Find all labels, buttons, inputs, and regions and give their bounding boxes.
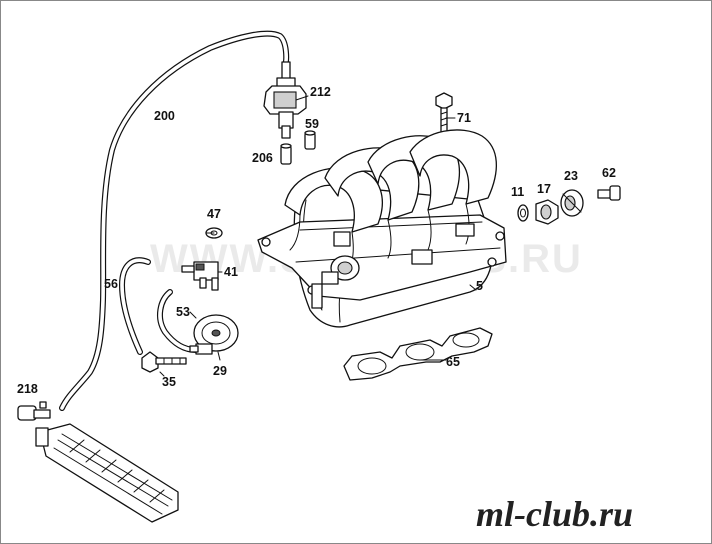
label-212: 212 (310, 85, 331, 99)
bolt-62 (597, 185, 621, 201)
gaskets-65 (343, 327, 493, 381)
vacuum-unit-29 (189, 314, 239, 355)
label-62: 62 (602, 166, 616, 180)
sleeve-59 (304, 130, 316, 150)
label-35: 35 (162, 375, 176, 389)
connector-218 (17, 401, 51, 421)
cap-23 (560, 189, 584, 217)
label-218: 218 (17, 382, 38, 396)
site-logo: ml-club.ru (476, 494, 633, 534)
label-47: 47 (207, 207, 221, 221)
label-65: 65 (446, 355, 460, 369)
label-59: 59 (305, 117, 319, 131)
air-intake-grille (35, 423, 179, 523)
screw-35 (141, 351, 187, 373)
label-5: 5 (476, 279, 483, 293)
intake-manifold-5 (257, 129, 507, 328)
seal-11 (517, 204, 529, 222)
sleeve-206 (280, 143, 292, 165)
label-41: 41 (224, 265, 238, 279)
fitting-17 (535, 199, 559, 225)
label-56: 56 (104, 277, 118, 291)
label-206: 206 (252, 151, 273, 165)
label-29: 29 (213, 364, 227, 378)
solenoid-valve-41 (181, 261, 219, 291)
bolt-71 (435, 92, 453, 135)
label-11: 11 (511, 185, 524, 199)
vacuum-hose-200 (59, 30, 290, 411)
label-23: 23 (564, 169, 578, 183)
label-200: 200 (154, 109, 175, 123)
leader-lines (159, 95, 477, 377)
label-53: 53 (176, 305, 190, 319)
label-71: 71 (457, 111, 471, 125)
hose-53 (156, 289, 199, 353)
valve-212 (263, 61, 307, 139)
hose-56 (119, 257, 151, 355)
label-17: 17 (537, 182, 551, 196)
